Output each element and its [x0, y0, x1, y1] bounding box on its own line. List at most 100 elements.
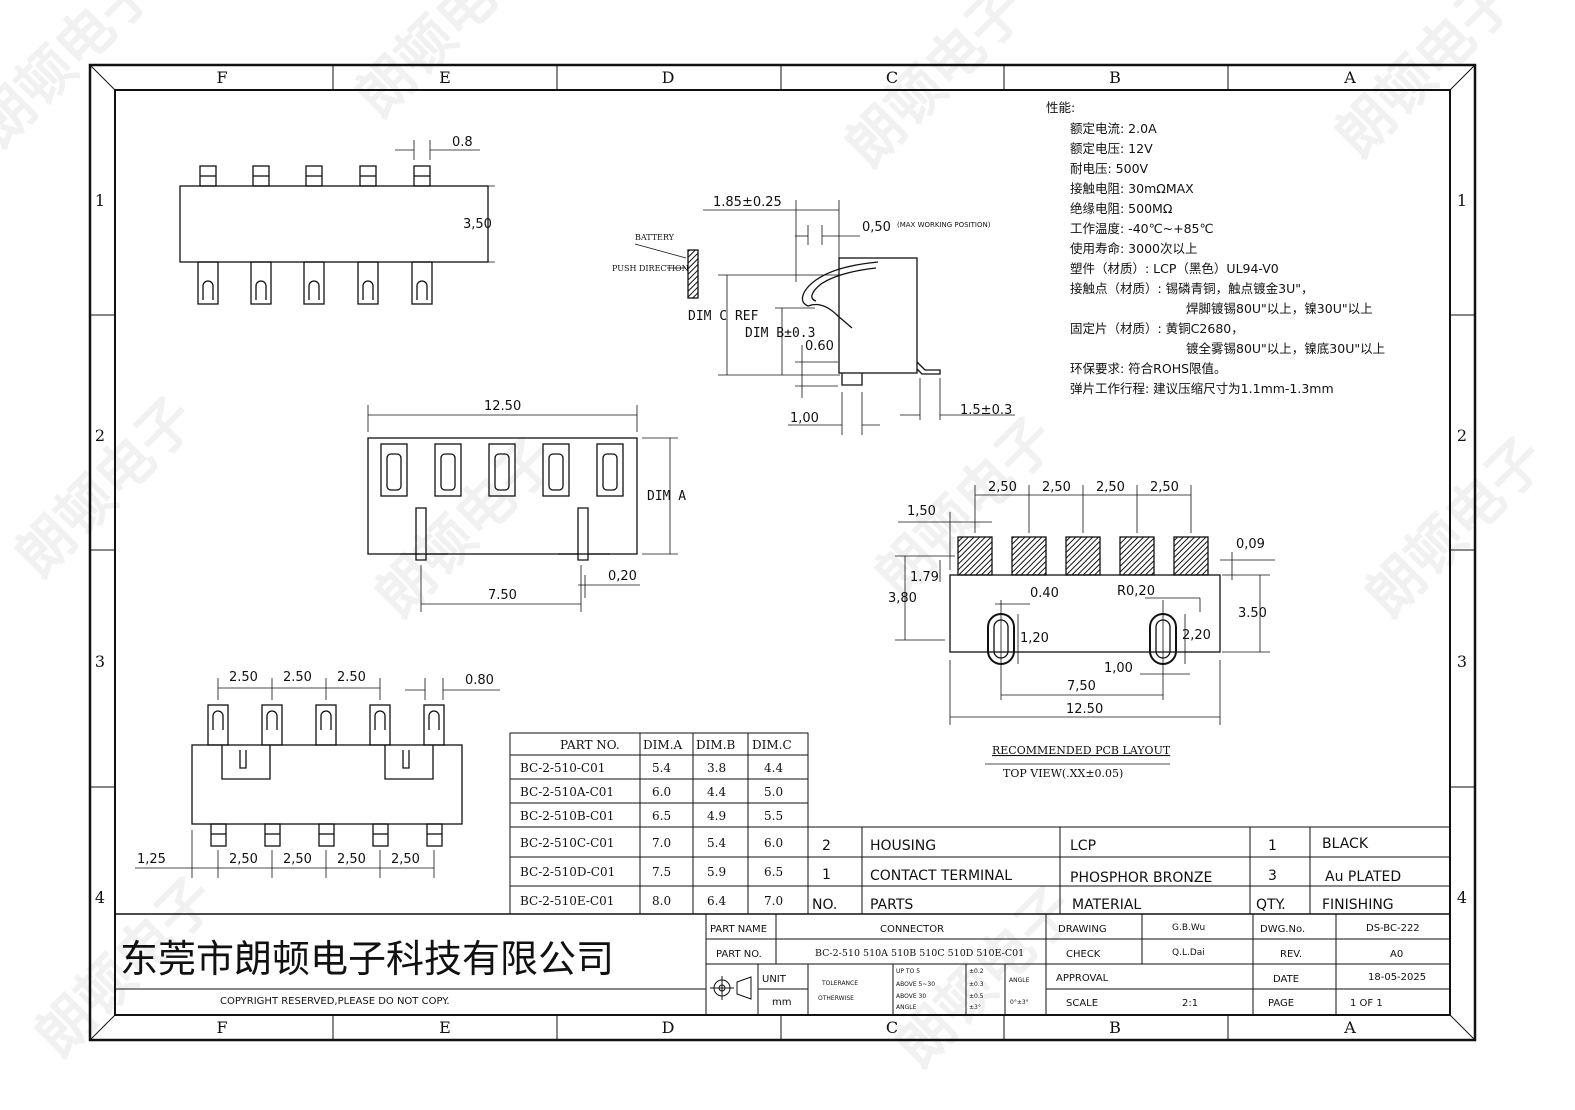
zone-col-a-bottom: A: [1343, 1018, 1356, 1037]
part-no-value: BC-2-510 510A 510B 510C 510D 510E-C01: [815, 948, 1024, 959]
tolerance-range: ABOVE 5~30: [896, 981, 935, 988]
pcb-pads: [957, 536, 1209, 576]
spec-line: 耐电压: 500V: [1070, 161, 1149, 176]
zone-col-c: C: [886, 68, 898, 87]
zone-col-e: E: [439, 68, 451, 87]
zone-col-c-bottom: C: [886, 1018, 898, 1037]
bom-cell: PHOSPHOR BRONZE: [1070, 870, 1212, 886]
dim-pcb-179: 1.79: [910, 570, 939, 585]
spec-line: 绝缘电阻: 500MΩ: [1070, 201, 1173, 216]
zone-col-f-bottom: F: [216, 1018, 227, 1037]
table-header: DIM.C: [752, 738, 792, 752]
tolerance-otherwise: OTHERWISE: [818, 995, 854, 1002]
front-slots: [380, 443, 624, 497]
company-name: 东莞市朗顿电子科技有限公司: [120, 937, 614, 981]
table-cell: 7.0: [764, 894, 783, 908]
dim-bottom-pitch-b2: 2,50: [283, 852, 312, 867]
check-value: Q.L.Dai: [1172, 948, 1205, 958]
bom-cell: HOUSING: [870, 838, 936, 854]
part-name-value: CONNECTOR: [880, 924, 944, 935]
tolerance-label: TOLERANCE: [821, 980, 858, 987]
bottom-pins-lower: [210, 823, 443, 847]
zone-col-e-bottom: E: [439, 1018, 451, 1037]
table-header: DIM.A: [643, 738, 682, 752]
spec-line: 弹片工作行程: 建议压缩尺寸为1.1mm-1.3mm: [1070, 381, 1334, 396]
label-dim-b: DIM B±0.3: [745, 326, 815, 341]
dim-bottom-pitch-3: 2.50: [337, 670, 366, 685]
dim-top-pin-width: 0.8: [452, 135, 473, 150]
watermark-text: 朗顿电子: [4, 386, 208, 590]
dwg-no-value: DS-BC-222: [1366, 923, 1420, 934]
title-block-text: PART NAME CONNECTOR PART NO. BC-2-510 51…: [710, 923, 1426, 1011]
spec-line: 额定电压: 12V: [1070, 141, 1153, 156]
date-value: 18-05-2025: [1368, 972, 1426, 983]
zone-row-3: 3: [95, 652, 105, 671]
dim-top-body-height: 3,50: [463, 217, 492, 232]
bom-header: PARTS: [870, 897, 913, 913]
dim-bottom-pitch-b3: 2,50: [337, 852, 366, 867]
table-cell: 3.8: [707, 761, 726, 775]
dim-side-5: 1.5±0.3: [960, 403, 1012, 418]
dim-bottom-pitch-b1: 2,50: [229, 852, 258, 867]
battery-icon: [687, 249, 699, 299]
dim-pcb-r020: R0,20: [1117, 584, 1155, 599]
label-dim-c: DIM C REF: [688, 309, 759, 324]
table-cell: BC-2-510A-C01: [520, 785, 614, 799]
page-label: PAGE: [1268, 998, 1294, 1009]
pcb-layout-subtitle: TOP VIEW(.XX±0.05): [1003, 767, 1123, 780]
dim-side-2: 0,50: [862, 220, 891, 235]
table-cell: 5.9: [707, 865, 726, 879]
dim-pcb-040: 0.40: [1030, 586, 1059, 601]
unit-value: mm: [772, 997, 791, 1008]
page-value: 1 OF 1: [1350, 998, 1383, 1009]
spec-line: 接触电阻: 30mΩMAX: [1070, 181, 1194, 196]
dim-side-3: 0.60: [805, 339, 834, 354]
bom-cell: 3: [1268, 868, 1277, 884]
table-cell: BC-2-510C-C01: [520, 836, 615, 850]
dim-side-1: 1.85±0.25: [713, 195, 782, 210]
top-pins-lower: [197, 261, 433, 305]
table-cell: 6.5: [652, 809, 671, 823]
zone-col-d-bottom: D: [662, 1018, 675, 1037]
table-cell: BC-2-510D-C01: [520, 865, 615, 879]
watermark-text: 朗顿电子: [864, 406, 1068, 610]
part-no-label: PART NO.: [716, 949, 762, 960]
title-block: [115, 913, 1450, 1015]
rev-label: REV.: [1280, 949, 1302, 960]
dim-side-2-note: (MAX WORKING POSITION): [897, 221, 991, 229]
tolerance-value: ±0.2: [969, 968, 984, 975]
bottom-view: [135, 678, 500, 878]
scale-value: 2:1: [1182, 998, 1198, 1009]
zone-row-4-right: 4: [1457, 888, 1467, 907]
sheet-border: [88, 63, 1477, 1042]
dim-bottom-pin-width: 0.80: [465, 673, 494, 688]
pcb-slots: [987, 613, 1177, 665]
scale-label: SCALE: [1066, 998, 1098, 1009]
bom-cell: CONTACT TERMINAL: [870, 868, 1012, 884]
tolerance-value: ±0.5: [969, 993, 984, 1000]
table-cell: 5.5: [764, 809, 783, 823]
spec-line: 使用寿命: 3000次以上: [1070, 241, 1198, 256]
table-header: PART NO.: [560, 738, 620, 752]
spec-line: 接触点（材质）: 锡磷青铜，触点镀金3U"，: [1070, 281, 1314, 296]
tolerance-range: ANGLE: [896, 1004, 917, 1011]
zone-col-b-bottom: B: [1109, 1018, 1121, 1037]
copyright-notice: COPYRIGHT RESERVED,PLEASE DO NOT COPY.: [220, 996, 450, 1007]
spec-line: 固定片（材质）: 黄铜C2680，: [1070, 321, 1244, 336]
drawing-value: G.B.Wu: [1172, 923, 1205, 933]
dim-front-length: 12.50: [484, 399, 521, 414]
dim-pcb-100: 1,00: [1104, 661, 1133, 676]
bom-cell: LCP: [1070, 838, 1096, 854]
zone-labels: F E D C B A F E D C B A 1 2 3 4 1 2 3 4: [95, 68, 1467, 1037]
tolerance-range: ABOVE 30: [896, 993, 926, 1000]
zone-col-d: D: [662, 68, 675, 87]
bom-header: FINISHING: [1322, 897, 1394, 913]
label-push-direction: PUSH DIRECTION: [612, 264, 689, 273]
dim-bottom-pitch-2: 2.50: [283, 670, 312, 685]
part-number-table-text: PART NO. DIM.A DIM.B DIM.C BC-2-510-C01 …: [520, 738, 792, 908]
dim-pcb-750: 7,50: [1067, 679, 1096, 694]
spec-line: 环保要求: 符合ROHS限值。: [1070, 361, 1227, 376]
table-cell: BC-2-510-C01: [520, 761, 605, 775]
spec-notes: 性能: 额定电流: 2.0A 额定电压: 12V 耐电压: 500V 接触电阻:…: [1046, 100, 1385, 396]
